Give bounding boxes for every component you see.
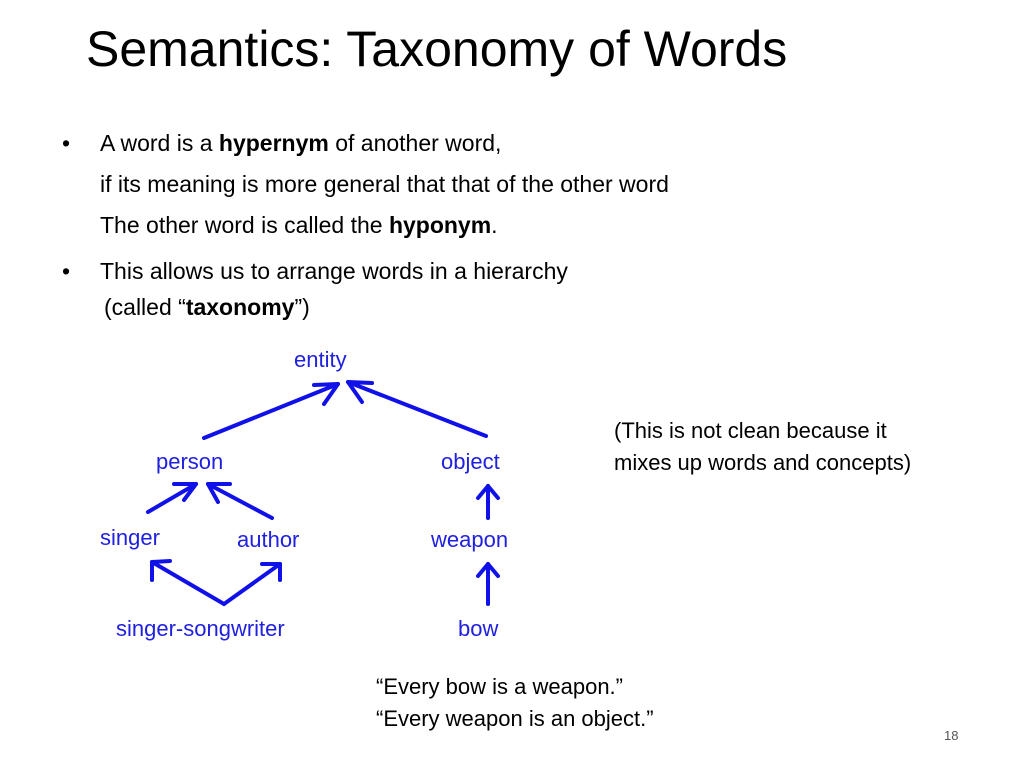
edge-person-entity	[202, 382, 340, 440]
edge-songwriter-singer-head	[150, 559, 172, 582]
bullet-marker: •	[62, 258, 71, 284]
edge-bow-weapon-head	[476, 562, 500, 578]
edge-weapon-object-head	[476, 484, 500, 500]
taxonomy-term: taxonomy	[185, 294, 295, 320]
bullet-hypernym-line3: The other word is called the hyponym.	[100, 212, 498, 238]
node-object: object	[441, 449, 500, 474]
node-person: person	[156, 449, 224, 474]
edge-person-entity-head	[312, 382, 340, 406]
quote-line-2: “Every weapon is an object.”	[376, 706, 654, 731]
edge-songwriter-author	[222, 562, 282, 606]
node-author: author	[237, 527, 300, 552]
bullet-taxonomy-line2: (called “taxonomy”)	[104, 294, 310, 320]
bullet-hypernym-line1: A word is a hypernym of another word,	[100, 130, 502, 156]
edge-author-person	[206, 482, 274, 520]
bullet-marker: •	[62, 130, 71, 156]
node-singer-songwriter: singer-songwriter	[116, 616, 285, 641]
quote-line-1: “Every bow is a weapon.”	[376, 674, 623, 699]
node-weapon: weapon	[431, 527, 509, 552]
page-number: 18	[944, 728, 959, 743]
edge-singer-person-head	[172, 482, 198, 502]
hyponym-term: hyponym	[388, 212, 492, 238]
node-entity: entity	[294, 347, 347, 372]
node-bow: bow	[458, 616, 499, 641]
slide-title: Semantics: Taxonomy of Words	[86, 21, 788, 77]
edge-object-entity-head	[346, 380, 374, 404]
edge-object-entity	[346, 380, 488, 438]
bullet-hypernym-line2: if its meaning is more general that that…	[100, 171, 669, 197]
note-line-2: mixes up words and concepts)	[614, 450, 912, 475]
bullet-taxonomy-line1: This allows us to arrange words in a hie…	[100, 258, 568, 284]
edge-songwriter-author-head	[260, 562, 282, 582]
note-line-1: (This is not clean because it	[614, 418, 887, 443]
node-singer: singer	[100, 525, 160, 550]
edge-author-person-head	[206, 482, 232, 504]
edge-singer-person	[146, 482, 198, 514]
hypernym-term: hypernym	[218, 130, 329, 156]
edge-songwriter-singer	[150, 560, 226, 606]
